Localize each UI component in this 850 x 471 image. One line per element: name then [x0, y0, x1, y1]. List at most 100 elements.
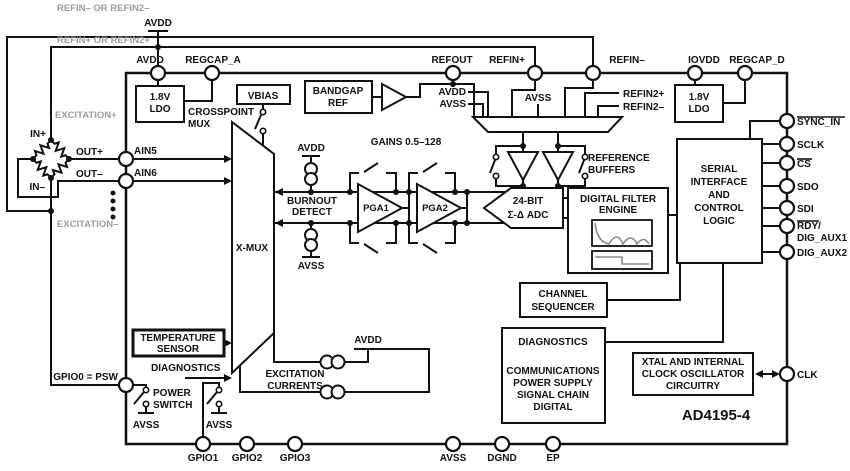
power-switch-line1: POWER	[153, 388, 192, 399]
pin-label-regcap-d: REGCAP_D	[729, 55, 785, 66]
clk-arrow-left	[755, 370, 763, 378]
temp-line1: TEMPERATURE	[140, 333, 216, 344]
vbias-label: VBIAS	[248, 91, 279, 102]
adc-line2: Σ-Δ ADC	[508, 210, 549, 221]
xtal-line1: XTAL AND INTERNAL	[642, 357, 745, 368]
temp-line2: SENSOR	[157, 344, 200, 355]
refmux-avss-label: AVSS	[440, 99, 467, 110]
ldo-d-line2: LDO	[688, 104, 709, 115]
pin-label-sdo: SDO	[797, 182, 819, 193]
pin-label-regcap-a: REGCAP_A	[185, 55, 241, 66]
burnout-avdd-label: AVDD	[297, 143, 325, 154]
dfe-line1: DIGITAL FILTER	[580, 194, 657, 205]
ref-buffer-2	[541, 151, 575, 183]
pga2-triangle	[416, 182, 464, 234]
temp-sensor-block	[131, 328, 226, 358]
pin-label-dgnd: DGND	[487, 453, 516, 464]
xtal-block	[632, 352, 754, 396]
switch-blades	[133, 114, 585, 405]
vbias-block	[236, 84, 291, 105]
pin-refin-neg	[584, 64, 602, 82]
net-excitation-neg-label: EXCITATION–	[57, 219, 118, 230]
pin-regcap-a	[203, 64, 221, 82]
pin-gpio1	[194, 435, 212, 453]
ldo-a-block	[135, 85, 185, 123]
diagnostics-block	[501, 327, 606, 424]
avdd-supply-label: AVDD	[144, 18, 172, 29]
pin-label-gpio2: GPIO2	[232, 453, 263, 464]
pin-ain5	[117, 150, 135, 168]
diag-line2: POWER SUPPLY	[513, 378, 593, 389]
pin-label-avdd: AVDD	[136, 55, 164, 66]
pin-dig-aux2	[778, 243, 796, 261]
diag-line3: SIGNAL CHAIN	[517, 390, 589, 401]
seq-line1: CHANNEL	[539, 289, 588, 300]
pin-iovdd	[686, 64, 704, 82]
pin-label-gpio3: GPIO3	[280, 453, 311, 464]
arrowheads	[224, 155, 780, 382]
excitation-avdd-label: AVDD	[354, 335, 382, 346]
pin-label-clk: CLK	[797, 370, 818, 381]
clk-arrow-right	[772, 370, 780, 378]
pin-gpio0	[117, 376, 135, 394]
pin-avdd	[149, 64, 167, 82]
gpio0-psw-label: GPIO0 = PSW	[53, 372, 118, 383]
pin-label-avss: AVSS	[440, 453, 467, 464]
x-mux-block	[231, 119, 275, 376]
pin-sdo	[778, 177, 796, 195]
crosspoint-line2: MUX	[188, 119, 211, 130]
pin-cs	[778, 154, 796, 172]
bridge-in-neg-label: IN–	[29, 182, 45, 193]
refbuf-line2: BUFFERS	[588, 165, 636, 176]
pin-regcap-d	[736, 64, 754, 82]
junction-dots	[30, 44, 561, 226]
diagnostics-label: DIAGNOSTICS	[151, 363, 221, 374]
dfe-line2: ENGINE	[599, 205, 638, 216]
pin-gpio3	[286, 435, 304, 453]
burnout-arrow-bottom	[275, 219, 283, 227]
pin-rdy-dig-aux1	[778, 217, 796, 235]
xtal-line2: CLOCK OSCILLATOR	[642, 369, 745, 380]
temp-arrow	[224, 339, 232, 347]
gpio1-switch-avss-label: AVSS	[206, 420, 233, 431]
serial-line2: INTERFACE	[691, 177, 748, 188]
pin-label-refout: REFOUT	[431, 55, 472, 66]
overlines	[797, 116, 845, 222]
net-excitation-pos-label: EXCITATION+	[55, 110, 117, 121]
bridge-sensor	[32, 139, 70, 179]
refbuf-line1: REFERENCE	[588, 153, 650, 164]
pin-label-rdy: RDY/	[797, 221, 821, 232]
adc-line1: 24-BIT	[513, 196, 544, 207]
pin-circles	[117, 64, 796, 453]
serial-line4: CONTROL	[694, 203, 743, 214]
ref-mux	[470, 116, 625, 133]
ain5-arrow	[224, 155, 232, 163]
bandgap-line1: BANDGAP	[313, 86, 364, 97]
ldo-a-line2: LDO	[149, 104, 170, 115]
current-sources	[304, 162, 346, 400]
bridge-out-pos-label: OUT+	[76, 147, 103, 158]
pin-sclk	[778, 135, 796, 153]
power-switch-line2: SWITCH	[153, 400, 192, 411]
pin-label-gpio1: GPIO1	[188, 453, 219, 464]
diag-title: DIAGNOSTICS	[518, 337, 588, 348]
pin-label-refin-neg: REFIN–	[609, 55, 645, 66]
burnout-line1: BURNOUT	[287, 196, 337, 207]
bandgap-line2: REF	[328, 98, 348, 109]
xmux-label: X-MUX	[236, 243, 269, 254]
bridge-in-pos-label: IN+	[30, 129, 46, 140]
refmux-avdd-label: AVDD	[438, 87, 466, 98]
pin-sdi	[778, 199, 796, 217]
refin2-neg-label: REFIN2–	[623, 102, 665, 113]
bandgap-block	[304, 80, 373, 114]
pin-label-ain6: AIN6	[134, 168, 157, 179]
pin-label-refin-pos: REFIN+	[489, 55, 525, 66]
pin-label-ain5: AIN5	[134, 146, 157, 157]
pin-label-sync-in: SYNC_IN	[797, 117, 840, 128]
serial-line1: SERIAL	[701, 164, 738, 175]
diag-line1: COMMUNICATIONS	[506, 366, 599, 377]
serial-line3: AND	[708, 190, 730, 201]
refin2-pos-label: REFIN2+	[623, 89, 665, 100]
seq-line2: SEQUENCER	[531, 302, 595, 313]
